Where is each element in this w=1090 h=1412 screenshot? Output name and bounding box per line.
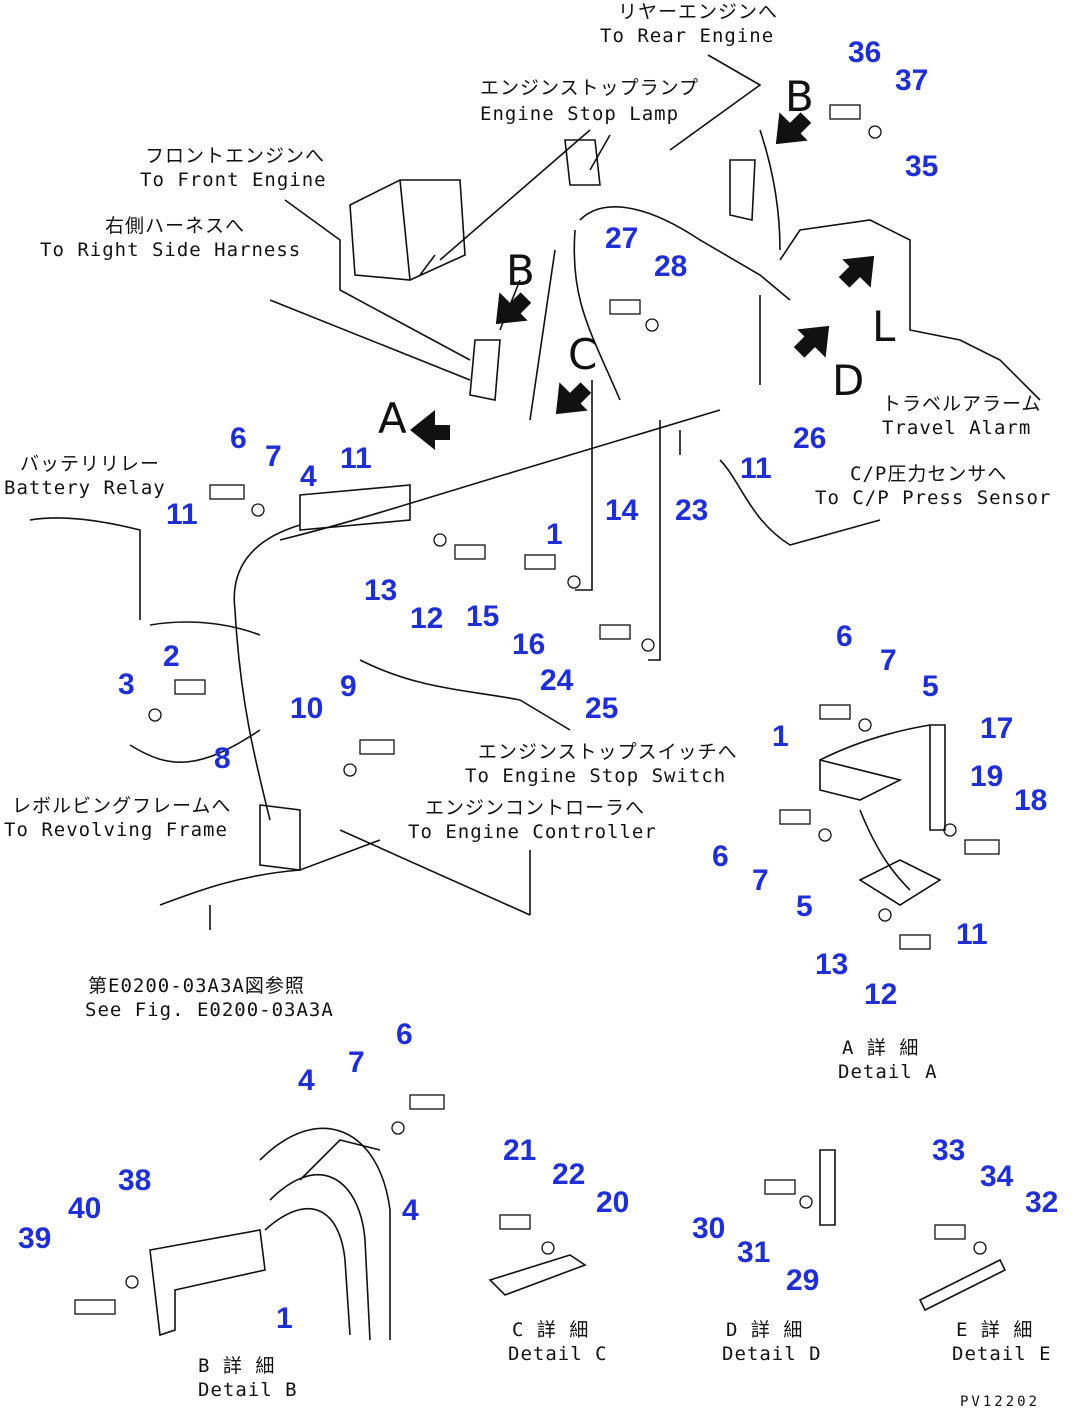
see-fig-label-jp: 第E0200-03A3A図参照 — [88, 975, 305, 997]
press-sensor-label: To C/P Press Sensor — [815, 487, 1052, 509]
part-callout: 7 — [880, 644, 897, 677]
stop-switch-label: To Engine Stop Switch — [465, 765, 727, 787]
battery-relay-label-jp: バッテリリレー — [20, 453, 161, 475]
revolving-frame-label: To Revolving Frame — [4, 819, 228, 841]
part-callout: 31 — [737, 1236, 771, 1269]
part-callout: 6 — [836, 620, 853, 653]
detail-a-caption: Detail A — [838, 1061, 938, 1083]
rear-engine-label: To Rear Engine — [600, 25, 775, 47]
revolving-frame-label-jp: レボルビングフレームへ — [12, 795, 232, 817]
controller-label: To Engine Controller — [408, 821, 657, 843]
detail-d-caption-jp: D 詳 細 — [726, 1319, 804, 1341]
part-callout: 24 — [540, 664, 574, 697]
part-callout: 6 — [712, 840, 729, 873]
detail-b-caption: Detail B — [198, 1379, 298, 1401]
rear-engine-label-jp: リヤーエンジンへ — [618, 1, 779, 23]
part-callout: 22 — [552, 1158, 586, 1191]
detail-b-caption-jp: B 詳 細 — [198, 1355, 276, 1377]
right-harness-label: To Right Side Harness — [40, 239, 302, 261]
part-callout: 15 — [466, 600, 500, 633]
part-callout: 16 — [512, 628, 546, 661]
part-callout: 27 — [605, 222, 639, 255]
part-callout: 28 — [654, 250, 688, 283]
part-callout: 11 — [740, 452, 772, 485]
front-engine-label-jp: フロントエンジンへ — [145, 145, 326, 167]
part-callout: 4 — [402, 1194, 419, 1227]
part-callout: 12 — [864, 978, 898, 1011]
part-callout: 11 — [166, 498, 198, 531]
view-letter-b: B — [785, 72, 814, 121]
front-engine-label: To Front Engine — [140, 169, 327, 191]
part-callout: 6 — [396, 1018, 413, 1051]
controller-label-jp: エンジンコントローラへ — [425, 797, 646, 819]
drawing-code: PV12202 — [960, 1394, 1041, 1410]
stop-lamp-label: Engine Stop Lamp — [480, 103, 680, 125]
part-callout: 9 — [340, 670, 357, 703]
travel-alarm-label: Travel Alarm — [882, 417, 1032, 439]
see-fig-label: See Fig. E0200-03A3A — [85, 999, 334, 1021]
view-letter-l: L — [872, 302, 896, 351]
part-callout: 2 — [163, 640, 180, 673]
detail-c-caption-jp: C 詳 細 — [512, 1319, 590, 1341]
part-callout: 7 — [752, 864, 769, 897]
part-callout: 8 — [214, 742, 231, 775]
part-callout: 21 — [503, 1134, 537, 1167]
part-callout: 33 — [932, 1134, 966, 1167]
part-callout: 1 — [546, 518, 563, 551]
part-callout: 25 — [585, 692, 619, 725]
part-callout: 20 — [596, 1186, 630, 1219]
part-callout: 29 — [786, 1264, 820, 1297]
part-callout: 11 — [956, 918, 988, 951]
part-callout: 36 — [848, 36, 882, 69]
part-callout: 1 — [772, 720, 789, 753]
part-callout: 10 — [290, 692, 324, 725]
part-callout: 32 — [1025, 1186, 1059, 1219]
part-callout: 4 — [300, 460, 317, 493]
view-letter-a: A — [378, 394, 407, 443]
detail-a-caption-jp: A 詳 細 — [842, 1037, 920, 1059]
part-callout: 34 — [980, 1160, 1014, 1193]
part-callout: 7 — [348, 1046, 365, 1079]
view-letter-d: D — [832, 356, 865, 405]
press-sensor-label-jp: C/P圧力センサへ — [850, 463, 1008, 485]
right-harness-label-jp: 右側ハーネスへ — [105, 215, 246, 237]
detail-e-caption: Detail E — [952, 1343, 1052, 1365]
part-callout: 17 — [980, 712, 1014, 745]
part-callout: 6 — [230, 422, 247, 455]
part-callout: 4 — [298, 1064, 315, 1097]
part-callout: 39 — [18, 1222, 52, 1255]
part-callout: 23 — [675, 494, 709, 527]
detail-d-caption: Detail D — [722, 1343, 822, 1365]
travel-alarm-label-jp: トラベルアラーム — [882, 393, 1042, 415]
part-callout: 40 — [68, 1192, 102, 1225]
stop-switch-label-jp: エンジンストップスイッチへ — [478, 741, 738, 763]
part-callout: 5 — [922, 670, 939, 703]
part-callout: 30 — [692, 1212, 726, 1245]
part-callout: 13 — [364, 574, 398, 607]
view-letter-b: B — [506, 246, 535, 295]
part-callout: 19 — [970, 760, 1004, 793]
part-callout: 11 — [340, 442, 372, 475]
part-callout: 12 — [410, 602, 444, 635]
stop-lamp-label-jp: エンジンストップランプ — [480, 77, 700, 99]
detail-c-caption: Detail C — [508, 1343, 608, 1365]
part-callout: 7 — [265, 440, 282, 473]
part-callout: 1 — [276, 1302, 293, 1335]
view-letter-c: C — [568, 330, 598, 379]
part-callout: 3 — [118, 668, 135, 701]
battery-relay-label: Battery Relay — [4, 477, 166, 499]
part-callout: 13 — [815, 948, 849, 981]
detail-e-caption-jp: E 詳 細 — [956, 1319, 1034, 1341]
part-callout: 38 — [118, 1164, 152, 1197]
part-callout: 18 — [1014, 784, 1048, 817]
part-callout: 35 — [905, 150, 939, 183]
part-callout: 26 — [793, 422, 827, 455]
part-callout: 37 — [895, 64, 929, 97]
part-callout: 14 — [605, 494, 639, 527]
part-callout: 5 — [796, 890, 813, 923]
